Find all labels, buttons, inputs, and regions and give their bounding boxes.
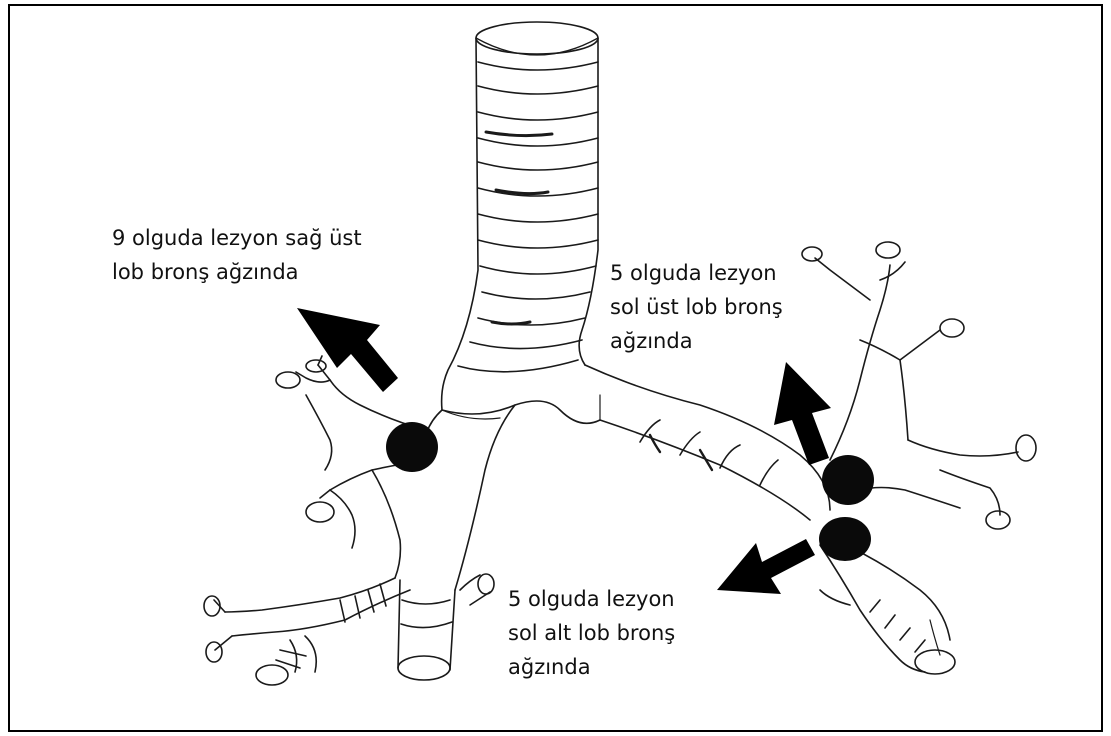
right-bronchial-tree (204, 356, 494, 685)
arrow-left-upper-lobe (774, 362, 831, 465)
lesion-right-upper-lobe (386, 422, 438, 472)
annotation-line: sol alt lob bronş (508, 616, 675, 650)
trachea (442, 22, 598, 410)
annotation-line: ağzında (610, 324, 783, 358)
annotation-line: lob bronş ağzında (112, 255, 362, 289)
annotation-line: sol üst lob bronş (610, 290, 783, 324)
annotation-right-upper-lobe: 9 olguda lezyon sağ üst lob bronş ağzınd… (112, 221, 362, 289)
lesion-left-lower-lobe (819, 517, 871, 561)
annotation-left-upper-lobe: 5 olguda lezyon sol üst lob bronş ağzınd… (610, 256, 783, 358)
annotation-line: 5 olguda lezyon (610, 256, 783, 290)
annotation-line: ağzında (508, 650, 675, 684)
main-bronchi (424, 365, 830, 590)
arrow-right-upper-lobe (297, 308, 398, 392)
annotation-left-lower-lobe: 5 olguda lezyon sol alt lob bronş ağzınd… (508, 582, 675, 684)
annotation-line: 9 olguda lezyon sağ üst (112, 221, 362, 255)
lesion-left-upper-lobe (822, 455, 874, 505)
annotation-line: 5 olguda lezyon (508, 582, 675, 616)
arrow-left-lower-lobe (717, 539, 815, 594)
